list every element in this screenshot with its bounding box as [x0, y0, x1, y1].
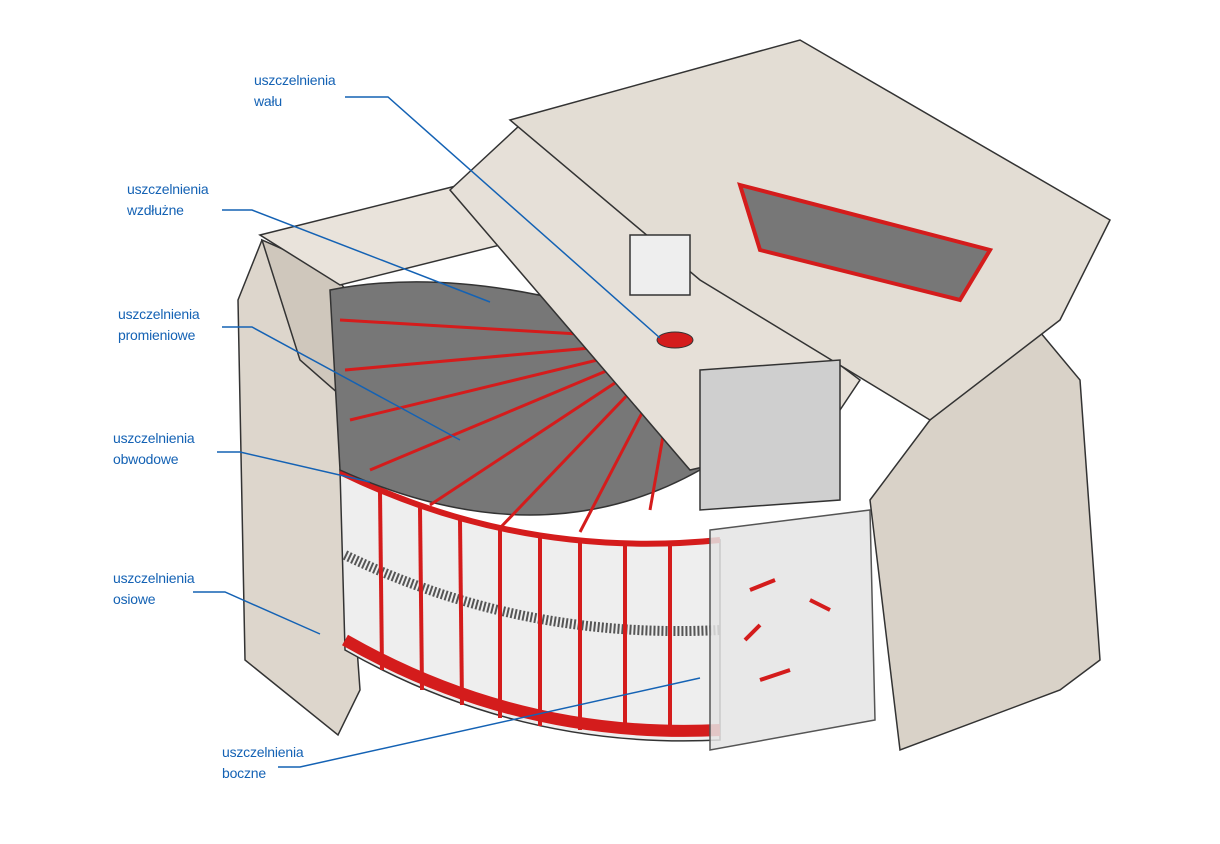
label-longitudinal-seals: uszczelnienia wzdłużne — [127, 179, 209, 221]
shaft-seal — [656, 331, 694, 349]
right-rotor-grid — [737, 182, 994, 303]
label-line-2: boczne — [222, 765, 266, 781]
leader-line-circumferential — [217, 451, 371, 483]
label-line-1: uszczelnienia — [254, 72, 336, 88]
leader-line-shaft — [345, 96, 661, 339]
leader-line-longitudinal — [222, 209, 491, 303]
label-axial-seals: uszczelnienia osiowe — [113, 568, 195, 610]
label-line-2: obwodowe — [113, 451, 179, 467]
label-side-seals: uszczelnienia boczne — [222, 742, 304, 784]
label-line-1: uszczelnienia — [118, 306, 200, 322]
leader-lines — [193, 96, 701, 768]
side-seal-brackets — [743, 578, 831, 682]
label-line-2: wału — [254, 93, 282, 109]
leader-line-side — [278, 677, 701, 768]
shaft-housing — [629, 234, 691, 296]
side-seal-access-door — [709, 509, 876, 751]
drive-unit — [699, 359, 841, 511]
label-line-2: promieniowe — [118, 327, 196, 343]
label-line-1: uszczelnienia — [222, 744, 304, 760]
leader-line-axial — [193, 591, 321, 635]
label-circumferential-seals: uszczelnienia obwodowe — [113, 428, 195, 470]
label-line-1: uszczelnienia — [113, 430, 195, 446]
label-line-2: wzdłużne — [127, 202, 184, 218]
label-line-1: uszczelnienia — [113, 570, 195, 586]
circumferential-seal-ring-top — [338, 469, 721, 547]
rotor-band — [342, 550, 721, 637]
axial-seals — [378, 491, 672, 733]
label-shaft-seals: uszczelnienia wału — [254, 70, 336, 112]
circumferential-seal-ring-bottom — [342, 634, 721, 737]
label-radial-seals: uszczelnienia promieniowe — [118, 304, 200, 346]
label-line-2: osiowe — [113, 591, 156, 607]
label-line-1: uszczelnienia — [127, 181, 209, 197]
leader-line-radial — [222, 326, 461, 441]
